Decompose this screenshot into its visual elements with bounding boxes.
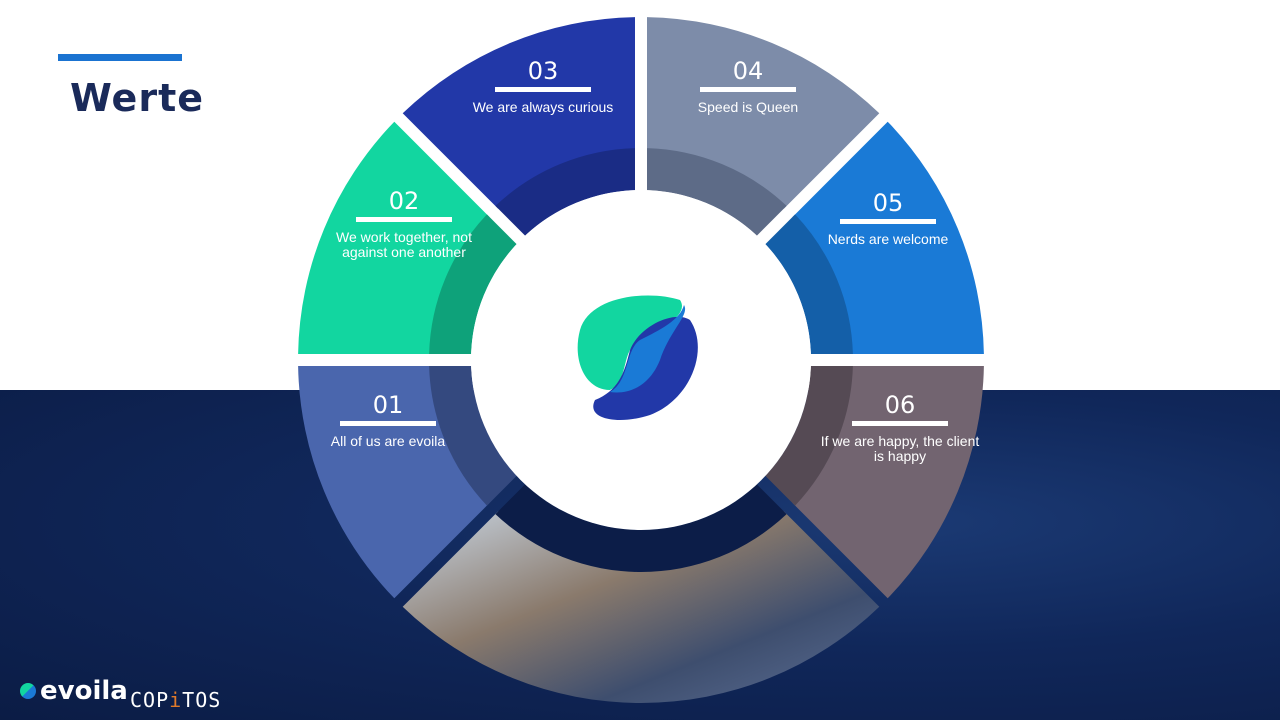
- value-number: 03: [527, 57, 559, 85]
- value-segment-inner-04: [647, 148, 787, 236]
- value-number: 05: [872, 189, 904, 217]
- value-segment-inner-06: [765, 366, 853, 506]
- value-number: 04: [732, 57, 764, 85]
- value-text: If we are happy, the client is happy: [820, 433, 980, 464]
- value-label-06: 06 If we are happy, the client is happy: [820, 392, 980, 464]
- value-text: Speed is Queen: [697, 99, 799, 115]
- value-underline: [700, 87, 796, 92]
- value-segment-inner-05: [765, 214, 853, 354]
- copitos-logo: COPiTOS: [130, 688, 221, 712]
- value-underline: [495, 87, 591, 92]
- value-underline: [840, 219, 936, 224]
- value-underline: [852, 421, 948, 426]
- photo-inner-band: [495, 484, 787, 573]
- value-text: All of us are evoila: [330, 433, 446, 449]
- value-number: 06: [884, 391, 916, 419]
- value-segment-inner-01: [429, 366, 517, 506]
- value-segment-inner-03: [495, 148, 635, 236]
- value-label-03: 03 We are always curious: [463, 58, 623, 115]
- copitos-text: TOS: [182, 688, 222, 712]
- evoila-logo: evoila: [20, 676, 128, 706]
- value-underline: [356, 217, 452, 222]
- copitos-i: i: [169, 688, 183, 712]
- page-title: Werte: [70, 76, 205, 120]
- value-number: 02: [388, 187, 420, 215]
- value-text: We are always curious: [472, 99, 614, 115]
- value-segment-inner-02: [429, 214, 517, 354]
- evoila-logo-icon: [20, 683, 36, 699]
- copitos-text: COP: [130, 688, 170, 712]
- team-photo: [402, 511, 880, 703]
- title-accent-bar: [58, 54, 182, 61]
- value-text: Nerds are welcome: [827, 231, 949, 247]
- evoila-logo-text: evoila: [40, 676, 128, 706]
- center-logo-icon: [577, 295, 698, 420]
- value-number: 01: [372, 391, 404, 419]
- value-text: We work together, not against one anothe…: [336, 229, 472, 260]
- value-label-02: 02 We work together, not against one anot…: [324, 188, 484, 260]
- value-underline: [340, 421, 436, 426]
